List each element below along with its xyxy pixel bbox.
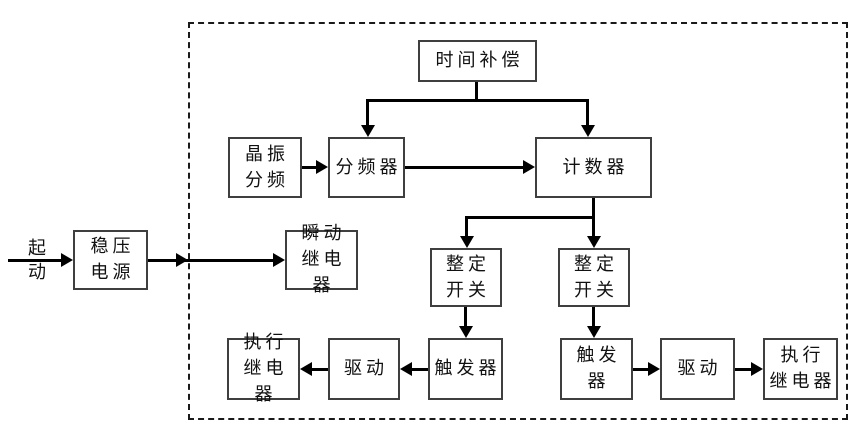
- connector-power-to-instant-line: [148, 259, 274, 262]
- arrowhead-start-to-power-icon: [61, 253, 73, 267]
- connector-setright-to-trigger-line: [592, 307, 595, 327]
- node-crystal-divider: 晶振 分频: [228, 137, 302, 198]
- connector-timecomp-branch-line: [366, 99, 589, 102]
- arrowhead-setright-to-trigger-icon: [587, 326, 601, 338]
- node-frequency-divider: 分频器: [328, 137, 405, 198]
- node-trigger-right: 触发器: [560, 338, 633, 400]
- connector-crystal-to-divider-line: [302, 166, 318, 169]
- arrowhead-setleft-to-trigger-icon: [459, 326, 473, 338]
- node-counter: 计数器: [535, 137, 652, 198]
- connector-trigger-to-drive-left-line: [412, 368, 428, 371]
- dashed-boundary: [188, 22, 848, 420]
- node-execution-relay-left: 执行 继电器: [227, 332, 300, 405]
- arrowhead-timecomp-to-divider-icon: [361, 125, 375, 137]
- connector-start-to-power-line: [8, 259, 61, 262]
- connector-counter-to-setleft-line: [465, 216, 468, 237]
- arrowhead-crystal-to-divider-icon: [316, 160, 328, 174]
- arrowhead-timecomp-to-counter-icon: [581, 125, 595, 137]
- arrowhead-drive-to-exec-left-icon: [300, 362, 312, 376]
- connector-divider-to-counter-line: [405, 166, 524, 169]
- node-drive-right: 驱动: [660, 338, 735, 400]
- arrowhead-drive-to-exec-right-icon: [751, 362, 763, 376]
- connector-trigger-to-drive-right-line: [633, 368, 648, 371]
- connector-setleft-to-trigger-line: [464, 307, 467, 327]
- arrowhead-power-boundary-icon: [176, 253, 188, 267]
- connector-timecomp-to-divider-line: [366, 99, 369, 126]
- connector-timecomp-stem-line: [475, 82, 478, 101]
- node-setting-switch-right: 整定 开关: [558, 248, 630, 307]
- node-trigger-left: 触发器: [428, 338, 503, 400]
- node-execution-relay-right: 执行 继电器: [763, 338, 838, 400]
- connector-drive-to-exec-left-line: [312, 368, 328, 371]
- node-setting-switch-left: 整定 开关: [430, 248, 502, 307]
- arrowhead-counter-to-setleft-icon: [460, 236, 474, 248]
- arrowhead-counter-to-setright-icon: [587, 236, 601, 248]
- connector-counter-branch-line: [465, 216, 595, 219]
- arrowhead-power-to-instant-icon: [273, 253, 285, 267]
- node-regulated-power: 稳压 电源: [73, 230, 148, 290]
- connector-counter-stem-line: [592, 198, 595, 219]
- node-instant-relay: 瞬动 继电器: [285, 223, 358, 296]
- connector-counter-to-setright-line: [592, 216, 595, 237]
- arrowhead-trigger-to-drive-right-icon: [648, 362, 660, 376]
- arrowhead-divider-to-counter-icon: [523, 160, 535, 174]
- start-label: 起 动: [28, 238, 46, 283]
- node-time-compensation: 时间补偿: [418, 40, 537, 82]
- connector-drive-to-exec-right-line: [735, 368, 751, 371]
- arrowhead-trigger-to-drive-left-icon: [400, 362, 412, 376]
- connector-timecomp-to-counter-line: [586, 99, 589, 126]
- node-drive-left: 驱动: [328, 338, 400, 400]
